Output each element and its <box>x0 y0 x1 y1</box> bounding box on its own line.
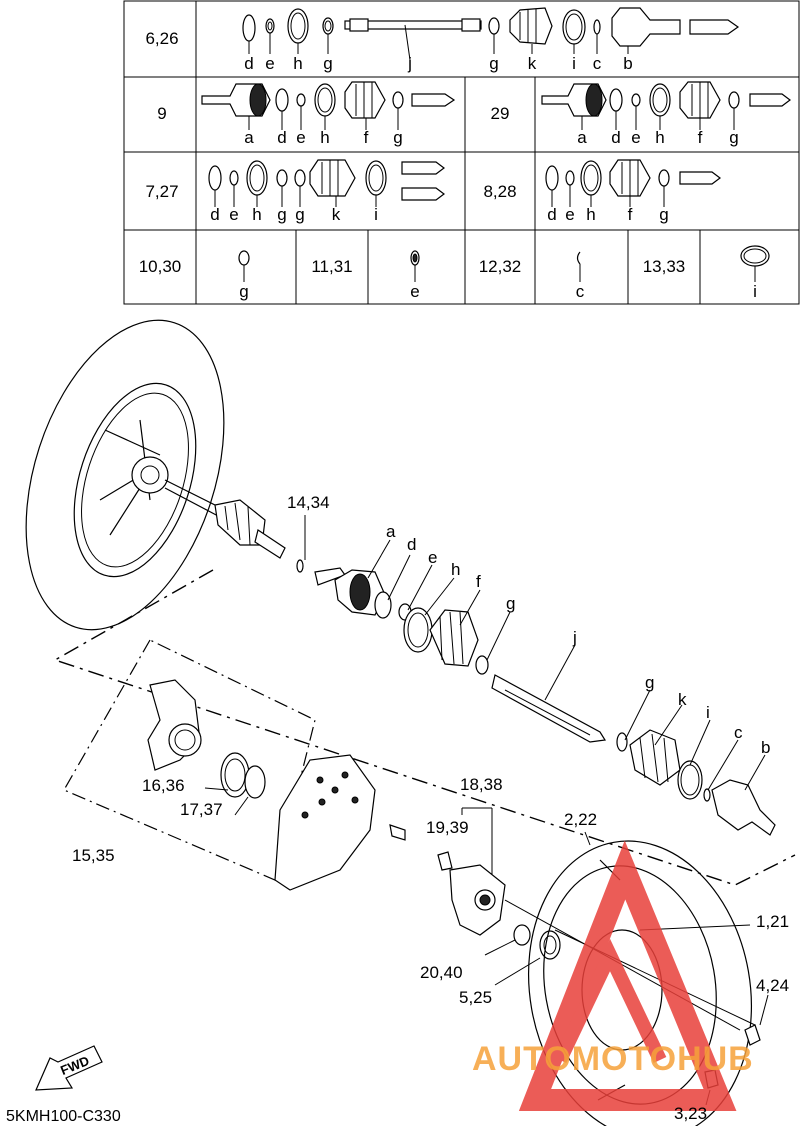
row3-right-parts <box>545 159 721 197</box>
row3-letter: g <box>277 205 287 224</box>
row2-left-label: 9 <box>157 104 167 123</box>
knuckle-assembly <box>147 679 266 816</box>
callout-g: g <box>645 673 655 692</box>
diagram-code: 5KMH100-C330 <box>6 1108 121 1125</box>
callout-leaders <box>304 515 766 791</box>
row2-left-parts <box>201 81 456 119</box>
callout-g: g <box>506 594 516 613</box>
row1-label: 6,26 <box>145 29 179 48</box>
row3-letter: g <box>659 205 669 224</box>
row4-label: 10,30 <box>138 257 182 276</box>
callout-h: h <box>451 560 461 579</box>
row3-letter: h <box>586 205 596 224</box>
row3-letter: h <box>252 205 262 224</box>
row4-letter: e <box>410 282 420 301</box>
row3-letter: f <box>627 205 633 224</box>
row3-letter: e <box>565 205 575 224</box>
row2-letter: h <box>655 128 665 147</box>
row1-letter: b <box>623 54 633 73</box>
inner-joint-parts <box>314 567 776 836</box>
row4-letter: c <box>575 282 585 301</box>
callout-d: d <box>407 535 417 554</box>
row2-letter: f <box>697 128 703 147</box>
row2-right-label: 29 <box>490 104 510 123</box>
row2-letter: g <box>393 128 403 147</box>
callout-14-34: 14,34 <box>287 493 330 512</box>
row1-letter: k <box>527 54 537 73</box>
left-wheel <box>25 319 225 631</box>
row2-letter: d <box>611 128 621 147</box>
fwd-arrow <box>35 1045 103 1091</box>
callout-k: k <box>678 690 687 709</box>
callout-2-22: 2,22 <box>564 810 598 829</box>
callout-e: e <box>428 548 438 567</box>
row4-letter: i <box>753 282 757 301</box>
row3-left-parts <box>208 159 445 201</box>
row3-letter: g <box>295 205 305 224</box>
callout-20-40: 20,40 <box>420 963 463 982</box>
parts-table-grid <box>123 0 800 305</box>
row2-letter: d <box>277 128 287 147</box>
row1-letter: c <box>592 54 602 73</box>
brake-disc <box>274 754 406 891</box>
row2-right-parts <box>541 81 791 119</box>
row3-letter: k <box>331 205 341 224</box>
row3-letter: d <box>210 205 220 224</box>
row3-letter: i <box>374 205 378 224</box>
row2-letter: e <box>296 128 306 147</box>
watermark-text: AUTOMOTOHUB <box>472 1040 754 1078</box>
row4-label: 13,33 <box>642 257 686 276</box>
row2-letter: h <box>320 128 330 147</box>
row1-letter: g <box>489 54 499 73</box>
row2-letter: a <box>577 128 587 147</box>
row1-letter: h <box>293 54 303 73</box>
left-shaft <box>164 479 304 573</box>
row3-left-label: 7,27 <box>145 182 179 201</box>
callout-a: a <box>386 522 396 541</box>
row3-letter: d <box>547 205 557 224</box>
callout-3-23: 3,23 <box>674 1104 708 1123</box>
callout-17-37: 17,37 <box>180 800 223 819</box>
callout-f: f <box>476 572 481 591</box>
table-leaders <box>214 33 756 282</box>
callout-5-25: 5,25 <box>459 988 493 1007</box>
row1-letter: i <box>572 54 576 73</box>
callout-i: i <box>706 703 710 722</box>
row1-parts <box>242 7 740 61</box>
row2-letter: f <box>363 128 369 147</box>
row1-letter: d <box>244 54 254 73</box>
callout-c: c <box>734 723 743 742</box>
row2-letter: a <box>244 128 254 147</box>
row2-letter: g <box>729 128 739 147</box>
row3-letter: e <box>229 205 239 224</box>
row4-label: 11,31 <box>311 257 353 276</box>
callout-4-24: 4,24 <box>756 976 790 995</box>
callout-15-35: 15,35 <box>72 846 115 865</box>
callout-1-21: 1,21 <box>756 912 790 931</box>
watermark-logo <box>518 840 737 1111</box>
callout-16-36: 16,36 <box>142 776 185 795</box>
callout-19-39: 19,39 <box>426 818 469 837</box>
row1-letter: g <box>323 54 333 73</box>
row4-label: 12,32 <box>478 257 522 276</box>
row1-letter: e <box>265 54 275 73</box>
callout-b: b <box>761 738 771 757</box>
callout-18-38: 18,38 <box>460 775 503 794</box>
row4-parts <box>238 245 770 267</box>
row2-letter: e <box>631 128 641 147</box>
row4-letter: g <box>239 282 249 301</box>
row1-letter: j <box>408 54 412 73</box>
row3-right-label: 8,28 <box>483 182 517 201</box>
callout-j: j <box>573 628 577 647</box>
